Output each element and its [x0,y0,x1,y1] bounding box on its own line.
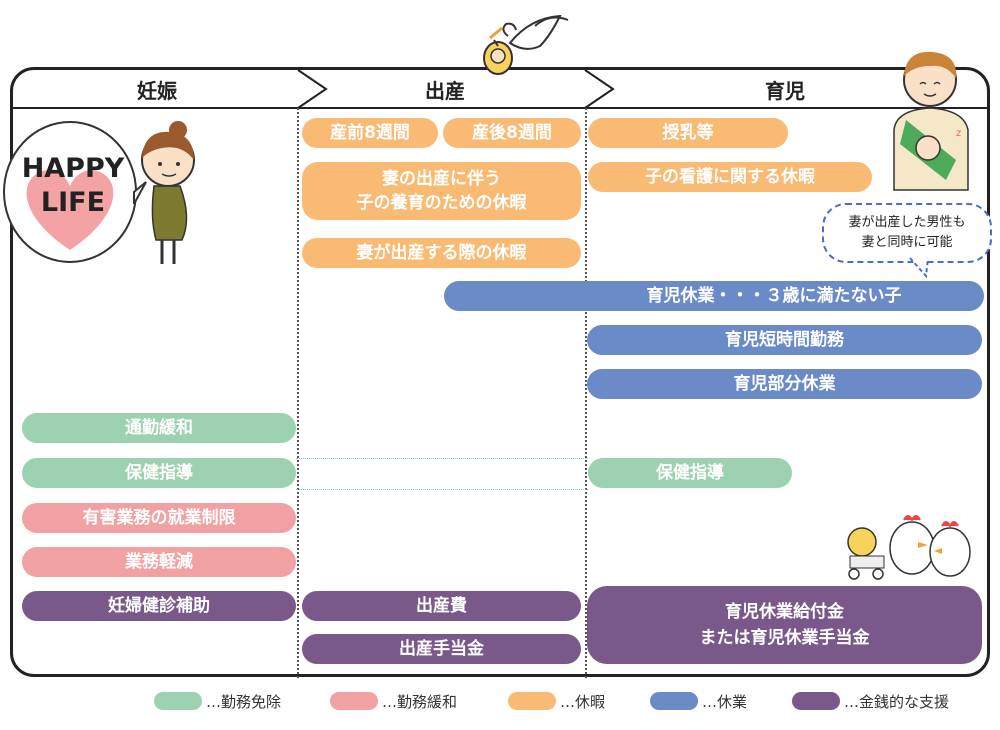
bar-health-guidance: 保健指導 [22,458,296,488]
legend-exemption: …勤務免除 [154,690,281,712]
bar-birth-cost: 出産費 [302,591,581,621]
note-line1: 妻が出産した男性も [848,215,966,230]
bar-childcare-leave-with-birth-line2: 子の養育のための休暇 [356,193,527,213]
bar-prenatal-checkup-aid: 妊婦健診補助 [22,591,296,621]
bar-childcare-leave-with-birth: 妻の出産に伴う 子の養育のための休暇 [302,162,581,220]
legend-swatch [650,692,698,710]
legend-swatch [330,692,378,710]
bar-lighter-duty: 業務軽減 [22,547,296,577]
header-childcare: 育児 [765,78,805,103]
happy-life-text: HAPPY LIFE [18,152,128,220]
bar-health-guidance-childcare: 保健指導 [588,458,792,488]
header-pregnancy: 妊娠 [137,78,177,103]
bar-harmful-work-limit: 有害業務の就業制限 [22,503,296,533]
bar-childcare-benefit: 育児休業給付金 または育児休業手当金 [587,586,982,664]
bar-childcare-benefit-line2: または育児休業手当金 [699,628,870,648]
health-guidance-span [296,458,588,490]
svg-text:z: z [956,128,961,139]
legend-swatch [508,692,556,710]
legend-leave: …休暇 [508,690,605,712]
stork-illustration [483,14,569,75]
bubble-tail [909,257,929,279]
legend-financial: …金銭的な支援 [792,690,949,712]
legend-swatch [154,692,202,710]
note-line2: 妻と同時に可能 [861,235,953,250]
happy-life-bubble [3,121,147,263]
chickens-illustration [847,515,971,580]
pregnant-woman-illustration [141,121,195,264]
legend-label: …休暇 [560,692,606,711]
legend-label: …休業 [702,692,748,711]
happy-text: HAPPY [21,153,125,184]
bar-postnatal: 産後8週間 [443,118,581,148]
legend-label: …金銭的な支援 [844,692,950,711]
bar-childcare-benefit-line1: 育児休業給付金 [725,602,844,622]
header-childbirth: 出産 [425,78,465,103]
life-text: LIFE [40,187,106,218]
bar-commute-relief: 通勤緩和 [22,413,296,443]
father-baby-illustration: z [893,51,969,191]
bar-wife-birth-leave: 妻が出産する際の休暇 [302,238,581,268]
legend-swatch [792,692,840,710]
divider-pregnancy-birth [297,108,299,678]
simultaneous-leave-note: 妻が出産した男性も 妻と同時に可能 [822,203,992,263]
bar-prenatal: 産前8週間 [302,118,438,148]
legend-label: …勤務免除 [206,692,282,711]
bar-sick-child-leave: 子の看護に関する休暇 [588,162,872,192]
bar-childcare-leave-with-birth-line1: 妻の出産に伴う [382,169,501,189]
bar-short-hours: 育児短時間勤務 [587,325,982,355]
legend-label: …勤務緩和 [382,692,458,711]
bar-nursing: 授乳等 [588,118,788,148]
bar-birth-allowance: 出産手当金 [302,634,581,664]
bar-partial-leave: 育児部分休業 [587,369,982,399]
legend-relief: …勤務緩和 [330,690,457,712]
legend-suspension: …休業 [650,690,747,712]
divider-birth-childcare [585,108,587,678]
bar-childcare-leave: 育児休業・・・３歳に満たない子 [444,281,984,311]
